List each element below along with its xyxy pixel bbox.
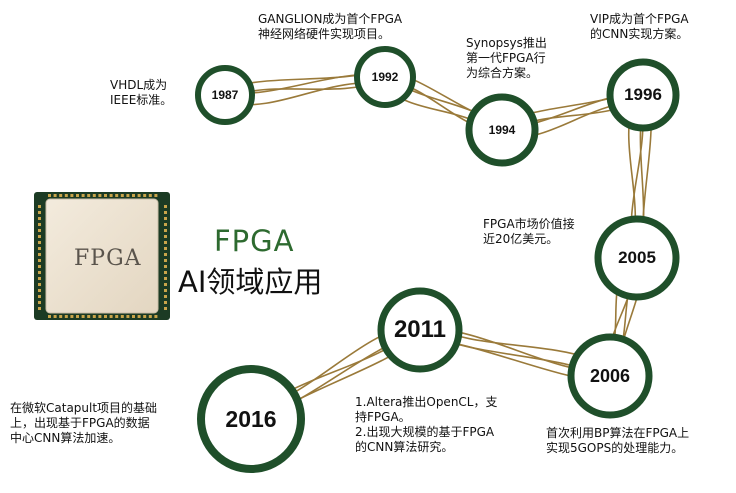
timeline-node-1992 (354, 46, 416, 108)
timeline-node-2016 (197, 365, 305, 473)
node-year-1992: 1992 (371, 70, 399, 84)
node-year-1996: 1996 (624, 85, 662, 104)
note-line: 1.Altera推出OpenCL，支 (355, 395, 498, 409)
node-note-2006: 首次利用BP算法在FPGA上实现5GOPS的处理能力。 (546, 426, 689, 456)
note-line: 的CNN实现方案。 (590, 27, 689, 41)
node-year-1987: 1987 (211, 88, 239, 102)
chip-label: FPGA (74, 246, 142, 271)
note-line: 首次利用BP算法在FPGA上 (546, 426, 690, 440)
node-note-1994: Synopsys推出第一代FPGA行为综合方案。 (466, 36, 547, 81)
note-line: 2.出现大规模的基于FPGA (355, 425, 495, 439)
timeline-node-2006 (567, 333, 653, 419)
node-year-1994: 1994 (488, 123, 516, 137)
timeline-node-2005 (594, 215, 680, 301)
note-line: 的CNN算法研究。 (355, 440, 454, 454)
note-line: 上，出现基于FPGA的数据 (10, 416, 150, 430)
timeline-node-2011 (377, 287, 463, 373)
note-line: 为综合方案。 (466, 66, 539, 80)
note-line: 第一代FPGA行 (466, 51, 546, 65)
note-line: IEEE标准。 (110, 93, 173, 107)
timeline-node-1996 (606, 58, 680, 132)
node-year-2016: 2016 (225, 405, 277, 432)
note-line: FPGA市场价值接 (483, 217, 575, 231)
note-line: 神经网络硬件实现项目。 (258, 27, 391, 41)
note-line: Synopsys推出 (466, 36, 547, 50)
note-line: 实现5GOPS的处理能力。 (546, 441, 684, 455)
timeline-node-1994 (465, 93, 539, 167)
node-year-2011: 2011 (393, 316, 447, 343)
note-line: VHDL成为 (110, 78, 168, 92)
note-line: 持FPGA。 (355, 410, 411, 424)
note-line: GANGLION成为首个FPGA (258, 12, 403, 26)
diagram-title-line1: FPGA (214, 224, 295, 258)
node-year-2005: 2005 (618, 248, 656, 267)
note-line: 在微软Catapult项目的基础 (10, 401, 158, 415)
note-line: 中心CNN算法加速。 (10, 431, 121, 445)
timeline-node-1987 (195, 65, 255, 125)
node-note-2016: 在微软Catapult项目的基础上，出现基于FPGA的数据中心CNN算法加速。 (10, 401, 157, 446)
node-note-2005: FPGA市场价值接近20亿美元。 (483, 217, 575, 247)
diagram-title-line2: AI领域应用 (178, 265, 323, 299)
note-line: 近20亿美元。 (483, 232, 559, 246)
node-year-2006: 2006 (589, 365, 631, 386)
note-line: VIP成为首个FPGA (590, 12, 689, 26)
fpga-chip-illustration (34, 192, 170, 320)
